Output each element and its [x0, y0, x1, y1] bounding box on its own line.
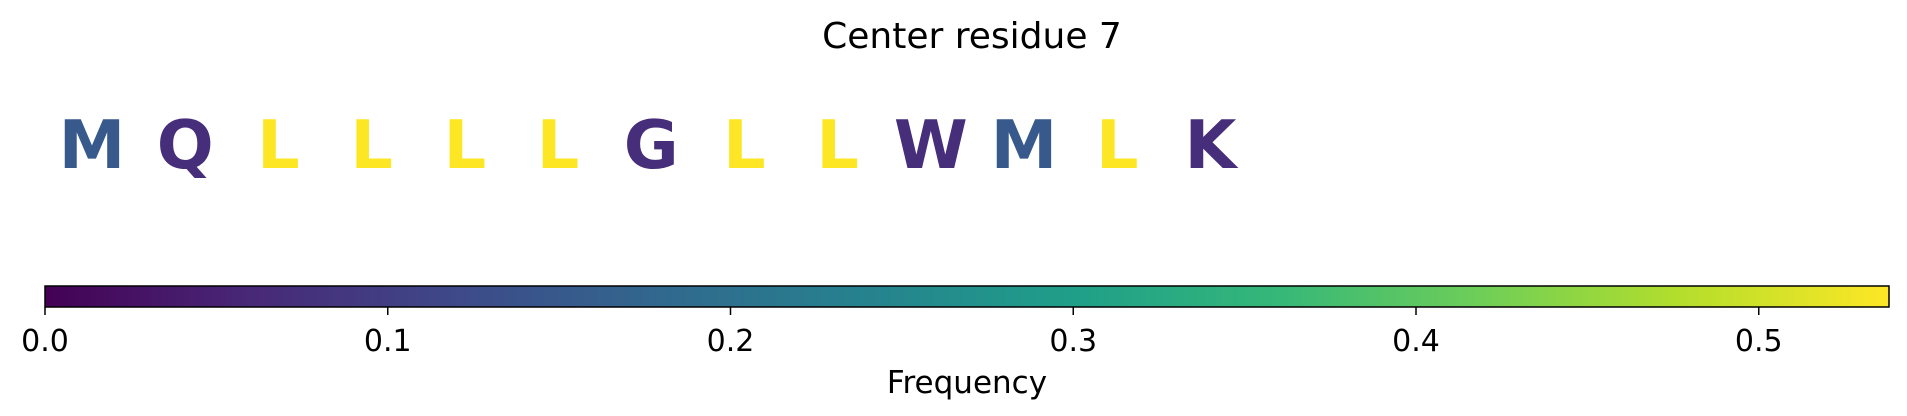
residue-letter: Q [157, 106, 214, 184]
colorbar-tick-label: 0.0 [21, 324, 69, 359]
residue-letter: L [723, 106, 766, 184]
residue-letter: L [1096, 106, 1139, 184]
colorbar-tick-label: 0.2 [707, 324, 755, 359]
colorbar-tick-label: 0.5 [1735, 324, 1783, 359]
residue-letter: G [624, 106, 679, 184]
residue-letter: W [894, 106, 968, 184]
residue-letter: L [443, 106, 486, 184]
colorbar-label: Frequency [887, 365, 1047, 401]
residue-letter: K [1184, 106, 1238, 184]
residue-letter: L [816, 106, 859, 184]
residue-letter: M [991, 106, 1058, 184]
colorbar-ticks: 0.0 0.1 0.2 0.3 0.4 0.5 [21, 307, 1783, 359]
residue-letter: L [350, 106, 393, 184]
colorbar: 0.0 0.1 0.2 0.3 0.4 0.5 Frequency [21, 285, 1890, 401]
colorbar-tick-label: 0.3 [1049, 324, 1097, 359]
colorbar-gradient [45, 286, 1889, 307]
colorbar-frame [44, 285, 1890, 308]
colorbar-tick-label: 0.1 [364, 324, 412, 359]
residue-letter: M [59, 106, 126, 184]
chart-title: Center residue 7 [822, 16, 1122, 57]
residue-letter: L [537, 106, 580, 184]
residue-letter: L [257, 106, 300, 184]
colorbar-tick-label: 0.4 [1392, 324, 1440, 359]
